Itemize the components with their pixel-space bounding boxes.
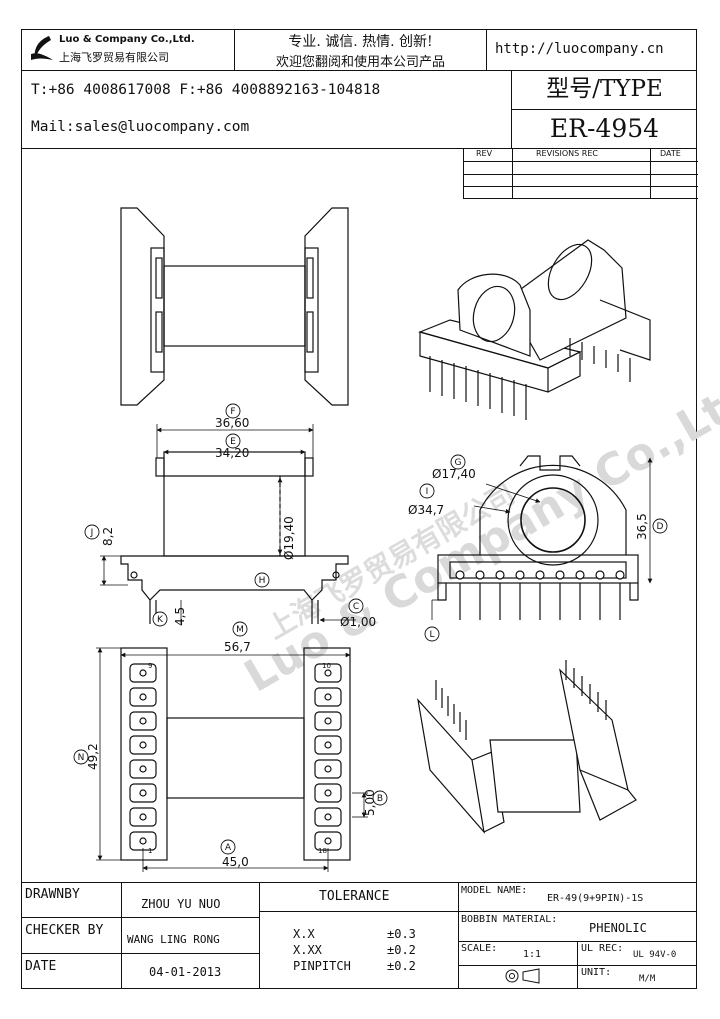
dim-letter-M: M [236,625,244,635]
drawing-frame [21,29,697,989]
projection-symbol-icon [505,968,540,984]
company-logo-icon [31,36,53,60]
dim-letter-K: K [157,615,164,625]
dim-letter-J: J [90,528,94,538]
type-label-box: 型号/TYPE [512,71,697,110]
drawnby-value: ZHOU YU NUO [141,897,221,911]
dim-letter-F: F [230,407,235,417]
dim-value-I: Ø34,7 [408,503,444,517]
checker-value: WANG LING RONG [127,933,220,946]
tol-xx-value: ±0.3 [387,927,416,941]
dim-letter-G: G [455,458,462,468]
type-value: ER-4954 [549,114,660,143]
phone-fax: T:+86 4008617008 F:+86 4008892163-104818 [31,82,381,98]
slogan-line-2: 欢迎您翻阅和使用本公司产品 [275,55,445,70]
tol-xxx-label: X.XX [293,943,322,957]
dim-value-F: 36,60 [215,416,249,430]
tolerance-title: TOLERANCE [319,889,390,904]
title-block: DRAWNBY ZHOU YU NUO CHECKER BY WANG LING… [21,882,697,989]
contact-box: T:+86 4008617008 F:+86 4008892163-104818… [21,71,512,149]
email[interactable]: Mail:sales@luocompany.com [31,119,250,135]
dim-letter-C: C [353,602,359,612]
ul-label: UL REC: [581,943,624,954]
drawnby-label: DRAWNBY [25,887,80,902]
pin-label-1: 1 [148,847,152,855]
tol-xx-label: X.X [293,927,315,941]
dim-value-A: 45,0 [222,855,249,869]
front-view [120,451,349,624]
date-header: DATE [660,149,681,158]
revisions-table: REV REVISIONS REC DATE [463,149,698,199]
scale-value: 1:1 [523,949,542,960]
dim-letter-E: E [230,437,236,447]
checker-label: CHECKER BY [25,923,104,938]
dim-value-H: Ø19,40 [282,516,296,560]
isometric-view-top [418,239,651,420]
pin-label-9: 9 [148,662,152,670]
dim-letter-B: B [377,794,383,804]
bottom-view [120,647,351,861]
dim-letter-I: I [426,487,429,497]
company-name-en: Luo & Company Co.,Ltd. [59,34,195,45]
dim-value-D: 36,5 [635,513,649,540]
date-label: DATE [25,959,57,974]
dim-value-N: 49,2 [86,743,100,770]
scale-label: SCALE: [461,943,498,954]
technical-drawing: F E J H K C M N B A G I D L 36,60 34,20 … [73,207,668,872]
dim-letter-L: L [429,630,434,640]
dim-value-K: 4,5 [173,607,187,626]
date-value: 04-01-2013 [149,965,222,979]
model-label: MODEL NAME: [461,885,528,896]
pin-label-10: 10 [322,662,331,670]
tol-pin-label: PINPITCH [293,959,351,973]
type-value-box: ER-4954 [512,110,697,149]
dim-value-G: Ø17,40 [432,467,476,481]
bobbin-value: PHENOLIC [589,921,647,935]
website-link[interactable]: http://luocompany.cn [495,41,664,57]
header-website-box: http://luocompany.cn [487,29,697,71]
type-label: 型号/TYPE [546,76,663,102]
dim-letter-A: A [225,843,232,853]
dim-value-C: Ø1,00 [340,615,376,629]
dim-value-E: 34,20 [215,446,249,460]
model-value: ER-49(9+9PIN)-1S [547,893,644,904]
top-view [120,207,349,406]
rev-header: REV [476,149,493,158]
company-name-cn: 上海飞罗贸易有限公司 [59,51,169,64]
dim-value-J: 8,2 [101,527,115,546]
isometric-view-bottom [417,660,637,834]
slogan-line-1: 专业. 诚信. 热情. 创新! [288,34,433,50]
side-view [437,455,639,620]
dim-letter-N: N [78,753,85,763]
ul-value: UL 94V-0 [633,950,677,960]
header-logo-box: Luo & Company Co.,Ltd. 上海飞罗贸易有限公司 [21,29,235,71]
bobbin-label: BOBBIN MATERIAL: [461,914,558,925]
pin-label-18: 18 [318,847,327,855]
revisions-rec-header: REVISIONS REC [536,149,598,158]
unit-label: UNIT: [581,967,612,978]
header-slogan-box: 专业. 诚信. 热情. 创新! 欢迎您翻阅和使用本公司产品 [235,29,487,71]
tol-pin-value: ±0.2 [387,959,416,973]
dim-value-M: 56,7 [224,640,251,654]
dim-value-B: 5,00 [363,789,377,816]
unit-value: M/M [639,974,656,984]
tol-xxx-value: ±0.2 [387,943,416,957]
dim-letter-H: H [259,576,266,586]
dim-letter-D: D [657,522,664,532]
